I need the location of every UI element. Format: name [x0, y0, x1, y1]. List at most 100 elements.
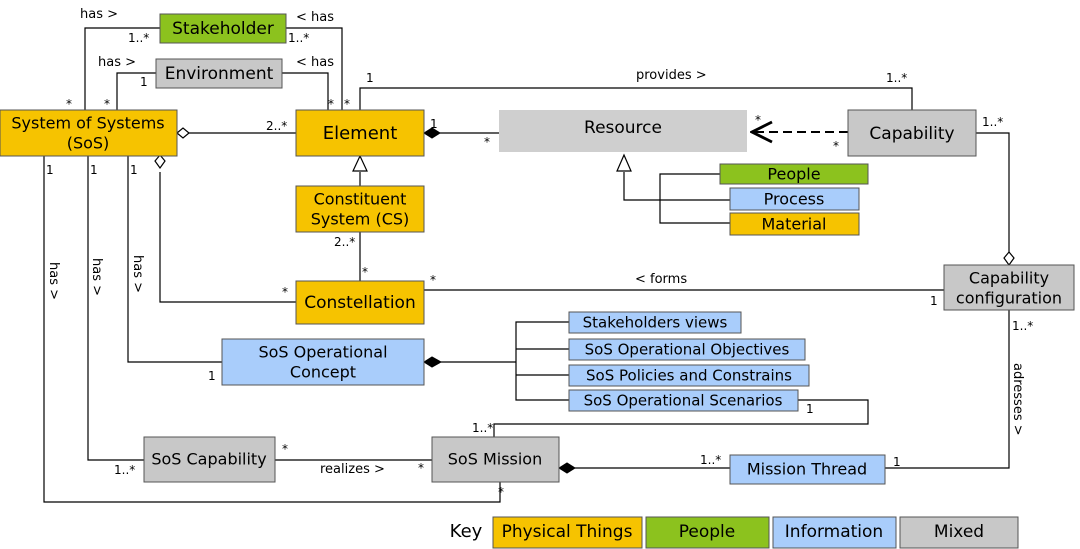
mult-stakeholder-left: 1..* — [128, 31, 149, 45]
capconf-label-line2: configuration — [956, 289, 1062, 308]
opconcept-label-line2: Concept — [290, 363, 356, 382]
mult-element-stakeholder: * — [344, 97, 350, 111]
opconcept-label-line1: SoS Operational — [258, 343, 387, 362]
label-realizes: realizes > — [320, 462, 385, 477]
sos-capability-label: SoS Capability — [151, 450, 266, 469]
association-labels: has > < has has > < has provides > < for… — [46, 7, 1025, 477]
element-capability-provides — [359, 87, 913, 110]
mult-element-resource: 1 — [430, 117, 438, 131]
sos-constellation-diamond — [154, 154, 166, 170]
mission-diamond — [558, 462, 576, 474]
mult-opconcept-sos: 1 — [208, 369, 216, 383]
environment-box — [155, 58, 283, 89]
constellation-label: Constellation — [304, 293, 415, 313]
label-forms: < forms — [635, 272, 687, 287]
mission-thread-label: Mission Thread — [747, 460, 867, 479]
mult-sos-soscapability: 1 — [90, 163, 98, 177]
sos-opconcept-line — [127, 156, 222, 363]
mult-thread-capconf: 1 — [893, 455, 901, 469]
process-box — [729, 187, 860, 211]
resource-generalization — [623, 172, 730, 201]
label-has-sos-opconcept: has > — [130, 255, 145, 293]
element-resource-diamond — [423, 127, 441, 139]
connectors — [43, 27, 1015, 503]
mult-soscapability-sos: 1..* — [114, 463, 135, 477]
mult-capconf-adresses: 1..* — [1012, 319, 1033, 333]
resource-label: Resource — [584, 118, 662, 138]
mult-sos-stakeholder: * — [66, 97, 72, 111]
mult-thread-mission: 1..* — [700, 453, 721, 467]
label-provides: provides > — [636, 68, 707, 83]
capconf-diamond — [1003, 251, 1015, 267]
capconf-box — [943, 264, 1075, 311]
mult-environment-left: 1 — [140, 75, 148, 89]
sos-label-line1: System of Systems — [11, 114, 164, 133]
mult-mission-scenarios: 1..* — [472, 421, 493, 435]
opconcept-diamond — [423, 356, 443, 368]
mult-capability-provides: 1..* — [886, 71, 907, 85]
resource-box — [499, 110, 747, 152]
process-label: Process — [764, 190, 825, 209]
op-objectives-box — [568, 338, 806, 361]
capconf-label-line1: Capability — [969, 269, 1049, 288]
policies-box — [568, 364, 810, 387]
constellation-box — [295, 280, 425, 325]
legend-information-label: Information — [785, 522, 883, 542]
legend-mixed-label: Mixed — [934, 522, 984, 542]
resource-gen-triangle — [616, 153, 632, 172]
capability-box — [847, 109, 977, 157]
sos-element-diamond — [176, 127, 190, 139]
cs-label-line2: System (CS) — [311, 210, 410, 229]
legend-information-swatch — [772, 516, 897, 549]
stakeholder-label: Stakeholder — [172, 19, 274, 39]
stakeholders-views-label: Stakeholders views — [583, 314, 728, 332]
legend-title: Key — [450, 521, 483, 542]
environment-element-line — [282, 72, 329, 110]
element-box — [295, 109, 425, 157]
sos-soscapability-line — [87, 156, 144, 461]
legend-physical-swatch — [492, 516, 643, 549]
mult-sos-environment: * — [104, 97, 110, 111]
multiplicities: 1..* 1..* * * 1 * * 1 1..* 2..* 1 * * * … — [46, 31, 1033, 499]
mult-constellation-sos: * — [282, 285, 288, 299]
opconcept-branch — [515, 321, 569, 401]
sos-mission-box — [431, 436, 560, 483]
mult-constellation-forms: * — [430, 273, 436, 287]
legend-people-label: People — [679, 522, 735, 542]
stakeholder-box — [159, 13, 287, 44]
mult-scenarios-mission: 1 — [806, 402, 814, 416]
stakeholders-views-box — [568, 311, 742, 334]
mult-sos-opconcept: 1 — [130, 163, 138, 177]
scenarios-mission-line — [493, 399, 869, 437]
mult-resource-element: * — [484, 135, 490, 149]
sos-mission-line — [43, 156, 501, 503]
legend-physical-label: Physical Things — [502, 522, 633, 542]
label-has-sos-mission: has > — [46, 262, 61, 300]
scenarios-box — [568, 389, 799, 412]
capability-label: Capability — [869, 124, 954, 144]
cs-label-line1: Constituent — [314, 190, 407, 209]
mult-sos-mission: 1 — [46, 163, 54, 177]
legend-people-swatch — [645, 516, 770, 549]
policies-label: SoS Policies and Constrains — [586, 367, 792, 385]
mult-constellation-cs: * — [362, 265, 368, 279]
mult-stakeholder-right: 1..* — [288, 31, 309, 45]
people-box — [719, 163, 869, 185]
mult-mission-realizes: * — [418, 461, 424, 475]
cs-box — [295, 185, 425, 233]
material-label: Material — [762, 215, 827, 234]
label-adresses: adresses > — [1010, 363, 1025, 436]
op-objectives-label: SoS Operational Objectives — [585, 341, 790, 359]
legend-mixed-swatch — [899, 516, 1019, 549]
label-has-sos-environment: has > — [98, 55, 136, 70]
label-has-sos-stakeholder: has > — [80, 7, 118, 22]
mult-capconf-forms: 1 — [930, 294, 938, 308]
label-has-environment-element: < has — [296, 55, 334, 70]
mult-element-environment: * — [328, 97, 334, 111]
cs-gen-triangle — [352, 154, 368, 172]
material-box — [729, 212, 860, 236]
mult-soscapability-realizes: * — [282, 442, 288, 456]
sos-mission-label: SoS Mission — [448, 450, 542, 469]
element-label: Element — [323, 123, 398, 144]
